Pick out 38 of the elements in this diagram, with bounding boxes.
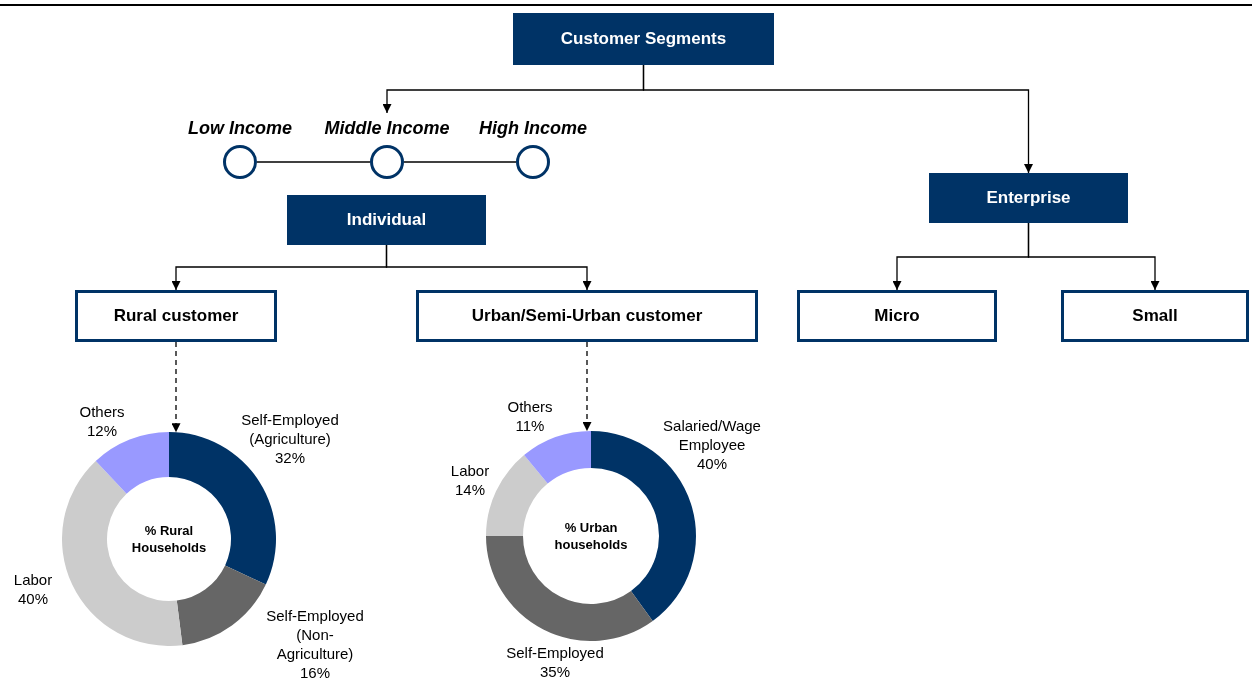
category-label: Salaried/Wage Employee [662, 416, 762, 454]
income-circle [516, 145, 550, 179]
value-label: 40% [18, 589, 48, 608]
category-label: Self-Employed (Agriculture) [240, 410, 340, 448]
connector-line [403, 161, 517, 163]
customer-box: Rural customer [75, 290, 277, 342]
category-label: Labor [450, 461, 490, 480]
customer-box: Micro [797, 290, 997, 342]
income-label: Low Income [188, 117, 292, 139]
arrow [171, 341, 181, 433]
value-label: 12% [87, 421, 117, 440]
arrow [642, 64, 1033, 174]
arrow [1027, 222, 1160, 291]
category-label: Others [79, 402, 125, 421]
segment-box: Enterprise [929, 173, 1128, 223]
value-label: 32% [275, 448, 305, 467]
category-label: Labor [13, 570, 53, 589]
arrow [582, 341, 592, 432]
income-label: High Income [479, 117, 587, 139]
income-circle [370, 145, 404, 179]
connector-line [256, 161, 371, 163]
segment-box: Individual [287, 195, 486, 245]
segment-box: Customer Segments [513, 13, 774, 65]
category-label: Self-Employed (Non-Agriculture) [265, 606, 365, 663]
value-label: 14% [455, 480, 485, 499]
customer-box: Urban/Semi-Urban customer [416, 290, 758, 342]
value-label: 16% [300, 663, 330, 682]
value-label: 35% [540, 662, 570, 681]
income-label: Middle Income [324, 117, 450, 139]
category-label: Others [507, 397, 553, 416]
value-label: 11% [515, 416, 545, 435]
income-circle [223, 145, 257, 179]
category-label: Self-Employed [506, 643, 604, 662]
arrow [385, 244, 592, 291]
chart-center-label: % Rural Households [130, 522, 208, 556]
customer-box: Small [1061, 290, 1249, 342]
chart-center-label: % Urban households [553, 519, 629, 553]
value-label: 40% [697, 454, 727, 473]
